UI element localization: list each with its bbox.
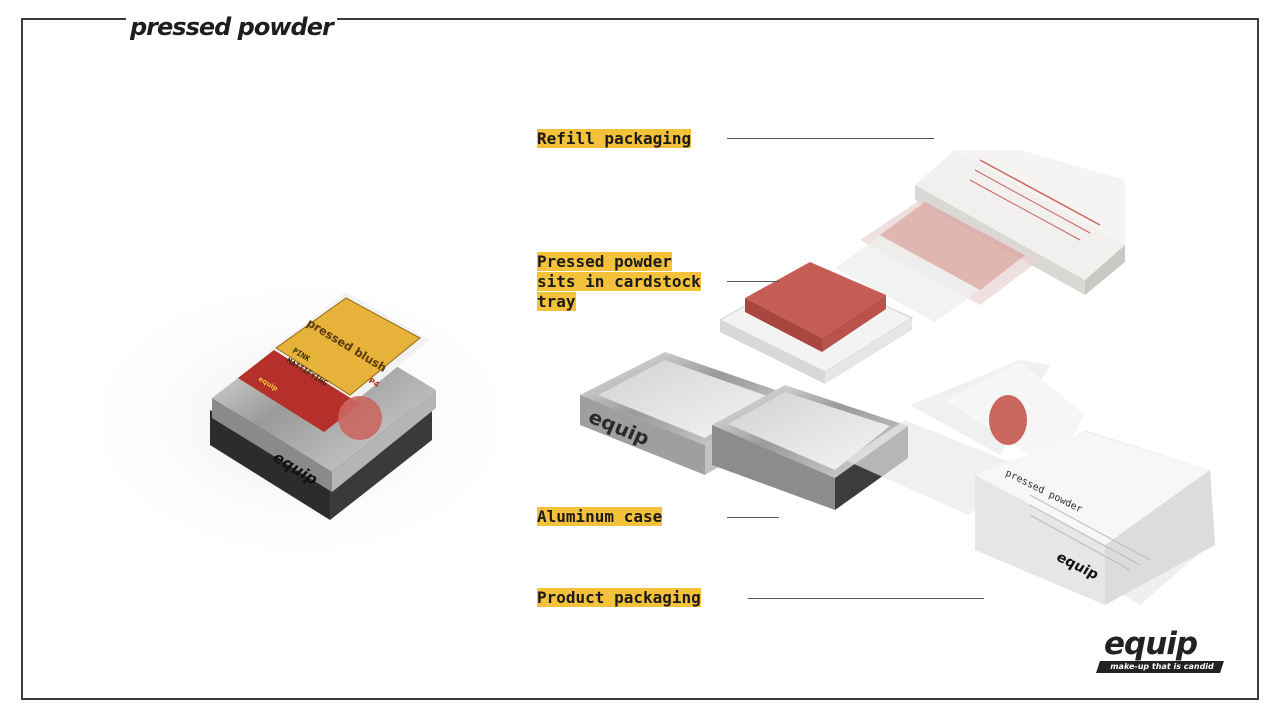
aluminum-case: equip	[580, 352, 908, 510]
callout-aluminum-case: Aluminum case	[537, 507, 663, 526]
slide-frame	[21, 18, 1259, 700]
callout-product-packaging: Product packaging	[537, 588, 701, 607]
refill-sleeve	[835, 150, 1125, 322]
callout-powder-tray: Pressed powder sits in cardstock tray	[537, 252, 701, 311]
product-box: pressed powder equip	[845, 360, 1215, 605]
brand-logo: equip make-up that is candid	[1096, 626, 1224, 677]
page-title: pressed powder	[126, 12, 337, 42]
brand-wordmark: equip	[1104, 626, 1198, 662]
leader-line-refill	[727, 138, 934, 139]
brand-tagline: make-up that is candid	[1110, 662, 1214, 671]
leader-line-case	[727, 517, 779, 518]
leader-line-product	[748, 598, 984, 599]
leader-line-tray	[727, 281, 779, 282]
callout-refill-packaging: Refill packaging	[537, 129, 692, 148]
closed-tin: pressed blush PINK MATTIFYING equip P4 e…	[210, 292, 436, 520]
blush-dot	[338, 396, 382, 440]
powder-tray	[718, 262, 914, 384]
